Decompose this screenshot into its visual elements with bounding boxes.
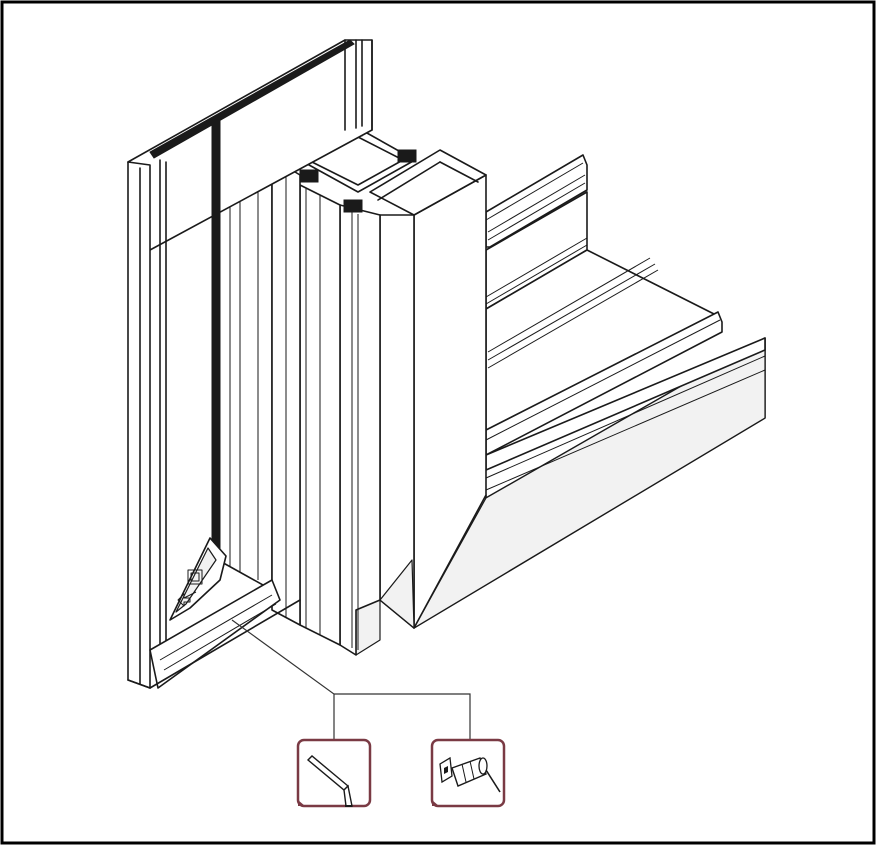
tool-box-1	[296, 738, 372, 808]
horizontal-profile	[413, 154, 766, 629]
tool-box-crimping-tool	[430, 738, 506, 808]
callout-lines	[231, 619, 471, 742]
hex-key-icon	[306, 755, 353, 807]
tool-box-hex-key	[296, 738, 372, 808]
corner-cleat	[169, 537, 227, 621]
vertical-profile	[127, 39, 487, 689]
crimping-tool-icon	[439, 756, 501, 793]
